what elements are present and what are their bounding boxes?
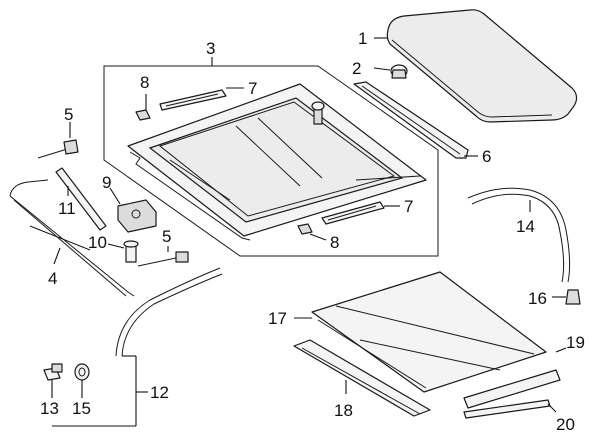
- drain-bracket-upper[interactable]: [37, 139, 79, 159]
- clip-rear[interactable]: [135, 109, 151, 121]
- callout-10: 10: [88, 233, 125, 252]
- callout-20: 20: [547, 403, 575, 434]
- callout-4: 4: [48, 247, 61, 288]
- callout-label: 8: [330, 233, 339, 252]
- callout-17: 17: [268, 309, 312, 328]
- callout-label: 7: [248, 79, 257, 98]
- sunroof-motor[interactable]: [117, 199, 157, 233]
- callout-label: 9: [102, 173, 111, 192]
- callout-1: 1: [358, 29, 388, 48]
- sunroof-glass-panel[interactable]: [386, 9, 578, 123]
- callout-label: 6: [482, 147, 491, 166]
- glass-seal[interactable]: [9, 179, 135, 297]
- sunshade-handle[interactable]: [293, 339, 431, 417]
- callout-9: 9: [102, 173, 121, 205]
- callout-label: 10: [88, 233, 107, 252]
- callout-label: 12: [150, 383, 169, 402]
- callout-label: 16: [528, 289, 547, 308]
- sunshade-assembly[interactable]: [311, 271, 547, 393]
- callout-3: 3: [206, 39, 215, 66]
- sunroof-frame-assembly[interactable]: [103, 65, 439, 257]
- clip-front[interactable]: [297, 223, 313, 235]
- callout-label: 1: [358, 29, 367, 48]
- callout-label: 19: [566, 333, 585, 352]
- callout-label: 11: [58, 199, 76, 218]
- panel-bolt[interactable]: [390, 64, 408, 79]
- callout-label: 2: [352, 59, 361, 78]
- callout-label: 5: [162, 227, 171, 246]
- motor-screw[interactable]: [123, 240, 139, 263]
- callout-7b: 7: [384, 197, 413, 216]
- mechanism-front[interactable]: [321, 201, 385, 225]
- callout-label: 13: [40, 399, 59, 418]
- callout-label: 20: [556, 415, 575, 434]
- callout-5a: 5: [64, 105, 73, 138]
- drain-bracket-lower[interactable]: [137, 251, 189, 267]
- callout-14: 14: [516, 200, 535, 236]
- callout-label: 4: [48, 269, 57, 288]
- drain-hose-front[interactable]: [115, 267, 223, 357]
- hose-connector[interactable]: [43, 363, 63, 381]
- wind-deflector[interactable]: [55, 167, 107, 231]
- callout-label: 15: [72, 399, 91, 418]
- callout-19: 19: [555, 333, 585, 353]
- callout-6: 6: [464, 147, 491, 166]
- callout-8b: 8: [309, 233, 339, 252]
- callout-label: 3: [206, 39, 215, 58]
- callout-16: 16: [528, 289, 566, 308]
- callout-13: 13: [40, 380, 59, 418]
- mechanism-rear[interactable]: [159, 89, 227, 111]
- callout-7a: 7: [226, 79, 257, 98]
- callout-15: 15: [72, 380, 91, 418]
- callout-5b: 5: [162, 227, 171, 252]
- callout-label: 5: [64, 105, 73, 124]
- drain-hose-rear[interactable]: [467, 187, 571, 283]
- callout-2: 2: [352, 59, 391, 78]
- hose-end-valve[interactable]: [565, 289, 581, 305]
- callout-label: 8: [140, 73, 149, 92]
- callout-12: 12: [122, 355, 169, 426]
- callout-label: 18: [334, 401, 353, 420]
- grommet[interactable]: [74, 363, 90, 381]
- callout-label: 17: [268, 309, 287, 328]
- callout-8a: 8: [140, 73, 149, 110]
- callout-label: 14: [516, 217, 535, 236]
- callout-label: 7: [404, 197, 413, 216]
- sunshade-trim[interactable]: [463, 369, 561, 409]
- callout-18: 18: [334, 380, 353, 420]
- callout-11: 11: [58, 186, 76, 218]
- guide-rail[interactable]: [353, 81, 469, 159]
